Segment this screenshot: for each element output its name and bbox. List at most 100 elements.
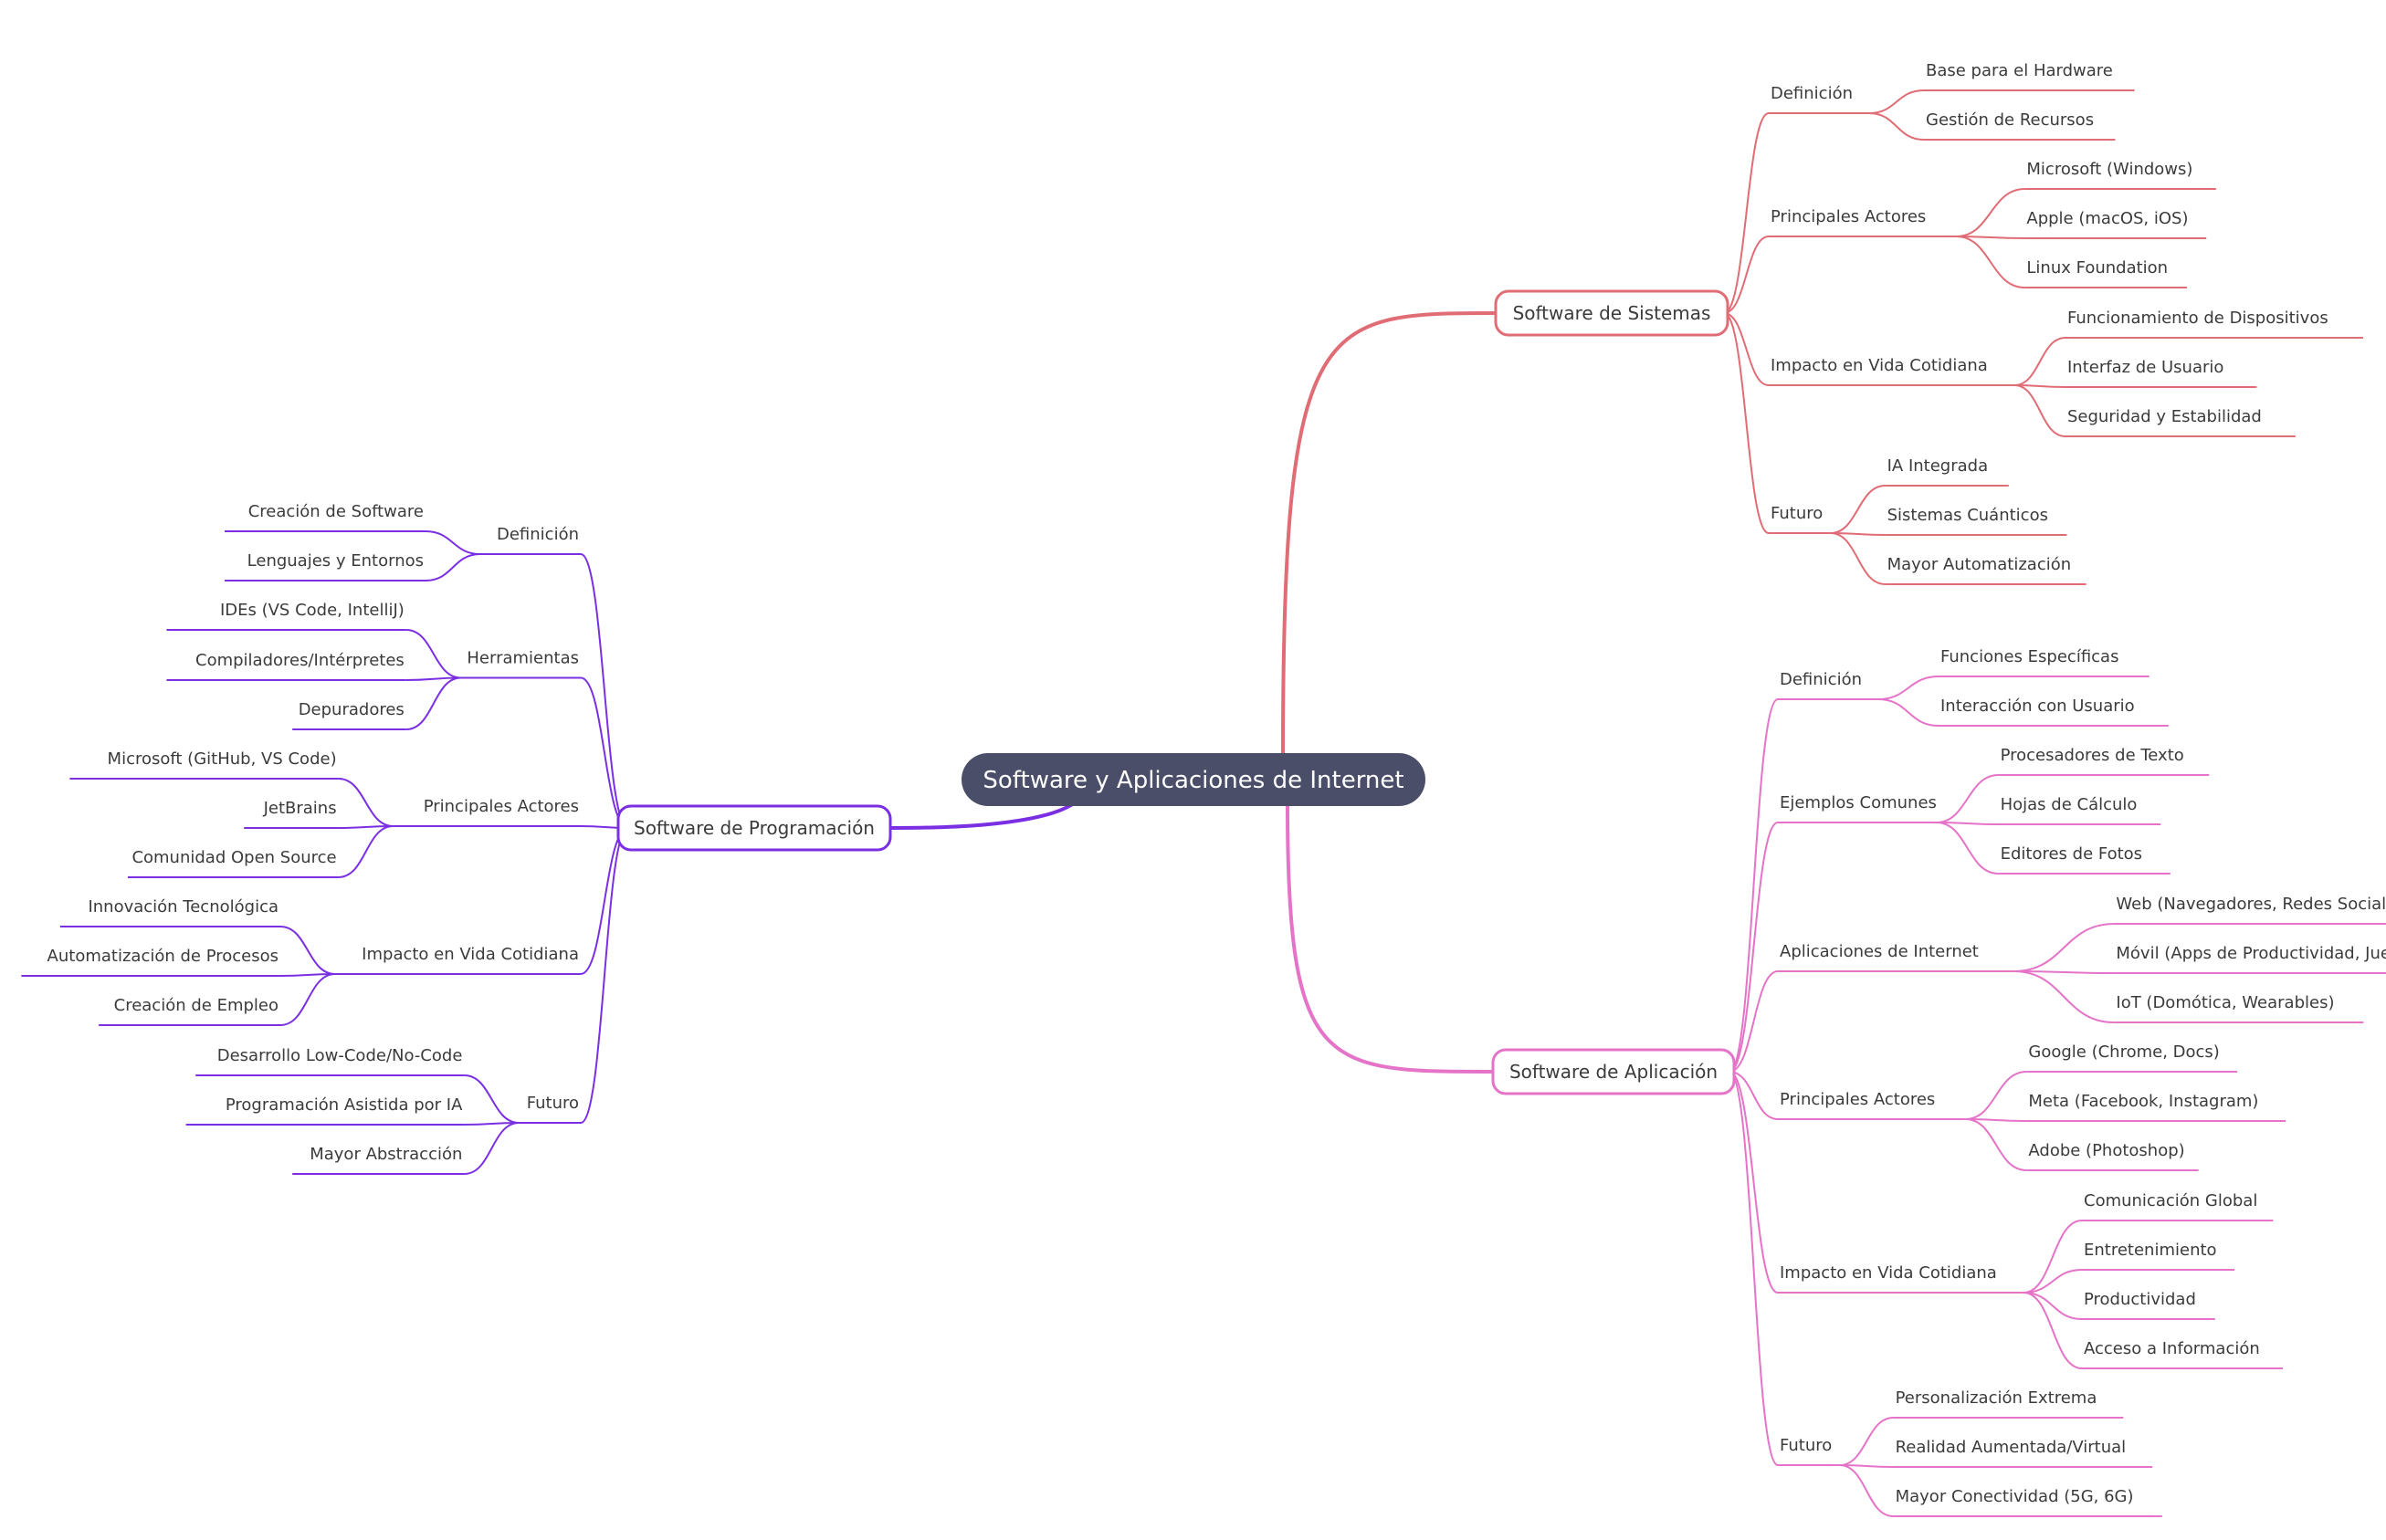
connector-leaf bbox=[2013, 923, 2115, 972]
branch-software-de-sistemas: Software de Sistemas Definición Base para … bbox=[1494, 61, 2328, 574]
branch-node-shape bbox=[1494, 289, 1729, 337]
leaf-label-adobe-photoshop[interactable]: Adobe (Photoshop) bbox=[2028, 1141, 2184, 1160]
leaf-label-funciones-especificas[interactable]: Funciones Específicas bbox=[1940, 647, 2118, 666]
leaf-label-innovacion-tecnologica[interactable]: Innovación Tecnológica bbox=[88, 897, 279, 917]
leaf-label-entretenimiento[interactable]: Entretenimiento bbox=[2084, 1241, 2217, 1260]
connector-leaf bbox=[1839, 1417, 1894, 1466]
branch-node-label: Software de Aplicación bbox=[1509, 1061, 1718, 1083]
category-software-de-aplicacion-principales-actores: Principales Actores Google (Chrome, Docs)… bbox=[1780, 1042, 2258, 1160]
category-label[interactable]: Definición bbox=[497, 525, 579, 544]
leaf-label-mayor-abstraccion[interactable]: Mayor Abstracción bbox=[310, 1145, 462, 1164]
leaf-label-procesadores-de-texto[interactable]: Procesadores de Texto bbox=[2001, 746, 2184, 765]
leaf-label-hojas-de-calculo[interactable]: Hojas de Cálculo bbox=[2001, 795, 2138, 814]
leaf-label-funcionamiento-de-dispositivos[interactable]: Funcionamiento de Dispositivos bbox=[2067, 309, 2328, 328]
leaf-label-lenguajes-y-entornos[interactable]: Lenguajes y Entornos bbox=[247, 551, 424, 571]
leaf-label-linux-foundation[interactable]: Linux Foundation bbox=[2026, 258, 2168, 278]
leaf-label-comunidad-open-source[interactable]: Comunidad Open Source bbox=[131, 848, 336, 867]
category-label[interactable]: Impacto en Vida Cotidiana bbox=[362, 945, 579, 964]
leaf-label-web-navegadores-redes-sociales[interactable]: Web (Navegadores, Redes Sociales) bbox=[2116, 895, 2386, 914]
leaf-label-comunicacion-global[interactable]: Comunicación Global bbox=[2084, 1191, 2257, 1210]
leaf-label-realidad-aumentada-virtual[interactable]: Realidad Aumentada/Virtual bbox=[1896, 1438, 2127, 1457]
branch-node-software-de-sistemas[interactable]: Software de Sistemas bbox=[1494, 289, 1729, 337]
leaf-label-seguridad-y-estabilidad[interactable]: Seguridad y Estabilidad bbox=[2067, 407, 2262, 426]
root-node[interactable]: Software y Aplicaciones de Internet bbox=[962, 753, 1425, 806]
leaf-label-microsoft-github-vs-code[interactable]: Microsoft (GitHub, VS Code) bbox=[108, 749, 337, 769]
connector-leaf bbox=[2013, 337, 2066, 386]
leaf-label-google-chrome-docs[interactable]: Google (Chrome, Docs) bbox=[2028, 1042, 2219, 1062]
leaf-label-mayor-conectividad-5g-6g[interactable]: Mayor Conectividad (5G, 6G) bbox=[1896, 1487, 2134, 1506]
connector-leaf bbox=[1936, 822, 1999, 875]
category-label[interactable]: Definición bbox=[1771, 84, 1853, 103]
connector-leaf bbox=[279, 926, 336, 975]
category-software-de-aplicacion-definicion: Definición Funciones EspecíficasInteracci… bbox=[1780, 647, 2135, 716]
leaf-label-personalizacion-extrema[interactable]: Personalización Extrema bbox=[1896, 1388, 2097, 1408]
category-label[interactable]: Herramientas bbox=[467, 649, 579, 668]
leaf-label-automatizacion-de-procesos[interactable]: Automatización de Procesos bbox=[47, 947, 279, 966]
category-software-de-aplicacion-impacto-en-vida-cotidiana: Impacto en Vida Cotidiana Comunicación Gl… bbox=[1780, 1191, 2260, 1358]
root-node-shape bbox=[962, 753, 1425, 806]
connector-leaf bbox=[1965, 1118, 2027, 1171]
leaf-label-base-para-el-hardware[interactable]: Base para el Hardware bbox=[1926, 61, 2113, 80]
connector-leaf bbox=[1839, 1464, 1894, 1517]
leaf-label-creacion-de-empleo[interactable]: Creación de Empleo bbox=[114, 996, 279, 1015]
leaf-label-iot-domotica-wearables[interactable]: IoT (Domótica, Wearables) bbox=[2116, 993, 2334, 1012]
leaf-label-interaccion-con-usuario[interactable]: Interacción con Usuario bbox=[1940, 697, 2135, 716]
leaf-label-creacion-de-software[interactable]: Creación de Software bbox=[248, 502, 424, 521]
category-software-de-aplicacion-ejemplos-comunes: Ejemplos Comunes Procesadores de TextoHoj… bbox=[1780, 746, 2184, 864]
category-software-de-programacion-impacto-en-vida-cotidiana: Impacto en Vida Cotidiana Innovación Tecn… bbox=[47, 897, 579, 1015]
category-label[interactable]: Principales Actores bbox=[1771, 207, 1926, 226]
connector-leaf bbox=[2023, 1292, 2083, 1369]
leaf-label-microsoft-windows[interactable]: Microsoft (Windows) bbox=[2026, 160, 2192, 179]
leaf-label-mayor-automatizacion[interactable]: Mayor Automatización bbox=[1887, 555, 2072, 574]
connector-category bbox=[1729, 1071, 1779, 1120]
leaf-label-movil-apps-de-productividad-juegos[interactable]: Móvil (Apps de Productividad, Juegos) bbox=[2116, 944, 2386, 963]
leaf-label-acceso-a-informacion[interactable]: Acceso a Información bbox=[2084, 1339, 2260, 1358]
connector-category bbox=[1729, 1071, 1779, 1294]
branch-software-de-aplicacion: Software de Aplicación Definición Funcione… bbox=[1491, 647, 2386, 1506]
branch-node-label: Software de Sistemas bbox=[1513, 302, 1711, 324]
category-label[interactable]: Impacto en Vida Cotidiana bbox=[1771, 356, 1988, 375]
category-label[interactable]: Ejemplos Comunes bbox=[1780, 793, 1937, 812]
category-label[interactable]: Impacto en Vida Cotidiana bbox=[1780, 1263, 1997, 1283]
connector-root-software-de-aplicacion bbox=[1286, 804, 1494, 1074]
category-label[interactable]: Definición bbox=[1780, 670, 1862, 689]
leaf-label-gestion-de-recursos[interactable]: Gestión de Recursos bbox=[1926, 110, 2094, 130]
leaf-label-productividad[interactable]: Productividad bbox=[2084, 1290, 2196, 1309]
leaf-label-interfaz-de-usuario[interactable]: Interfaz de Usuario bbox=[2067, 358, 2223, 377]
leaf-label-depuradores[interactable]: Depuradores bbox=[299, 700, 405, 719]
branch-node-software-de-programacion[interactable]: Software de Programación bbox=[616, 804, 892, 852]
connector-category bbox=[580, 827, 629, 1124]
category-label[interactable]: Principales Actores bbox=[424, 797, 579, 816]
connector-leaf bbox=[405, 676, 461, 730]
connector-category bbox=[1723, 312, 1770, 534]
leaf-label-ides-vs-code-intellij[interactable]: IDEs (VS Code, IntelliJ) bbox=[220, 601, 405, 620]
category-software-de-programacion-principales-actores: Principales Actores Microsoft (GitHub, VS… bbox=[108, 749, 579, 867]
connector-leaf bbox=[338, 778, 394, 827]
root-node-label: Software y Aplicaciones de Internet bbox=[983, 767, 1403, 794]
category-label[interactable]: Principales Actores bbox=[1780, 1090, 1935, 1109]
leaf-label-desarrollo-low-code-no-code[interactable]: Desarrollo Low-Code/No-Code bbox=[217, 1046, 463, 1065]
category-label[interactable]: Futuro bbox=[1771, 504, 1823, 523]
category-software-de-aplicacion-aplicaciones-de-internet: Aplicaciones de Internet Web (Navegadores… bbox=[1780, 895, 2386, 1012]
leaf-label-editores-de-fotos[interactable]: Editores de Fotos bbox=[2001, 844, 2142, 864]
leaf-label-compiladores-interpretes[interactable]: Compiladores/Intérpretes bbox=[195, 651, 405, 670]
leaf-label-ia-integrada[interactable]: IA Integrada bbox=[1887, 456, 1989, 476]
connector-layer bbox=[21, 89, 2386, 1517]
leaf-label-programacion-asistida-por-ia[interactable]: Programación Asistida por IA bbox=[226, 1095, 463, 1115]
category-software-de-programacion-definicion: Definición Creación de SoftwareLenguajes … bbox=[247, 502, 579, 571]
connector-leaf bbox=[1936, 822, 1999, 825]
connector-category bbox=[1729, 1071, 1779, 1466]
connector-leaf bbox=[1965, 1118, 2027, 1122]
leaf-label-jetbrains[interactable]: JetBrains bbox=[263, 799, 337, 818]
branch-node-shape bbox=[616, 804, 892, 852]
leaf-label-apple-macos-ios[interactable]: Apple (macOS, iOS) bbox=[2026, 209, 2188, 228]
leaf-label-sistemas-cuanticos[interactable]: Sistemas Cuánticos bbox=[1887, 506, 2048, 525]
category-label[interactable]: Futuro bbox=[527, 1094, 579, 1113]
category-label[interactable]: Aplicaciones de Internet bbox=[1780, 942, 1979, 961]
category-label[interactable]: Futuro bbox=[1780, 1436, 1832, 1455]
branch-node-software-de-aplicacion[interactable]: Software de Aplicación bbox=[1491, 1048, 1736, 1095]
leaf-label-meta-facebook-instagram[interactable]: Meta (Facebook, Instagram) bbox=[2028, 1092, 2258, 1111]
connector-leaf bbox=[2013, 970, 2115, 974]
